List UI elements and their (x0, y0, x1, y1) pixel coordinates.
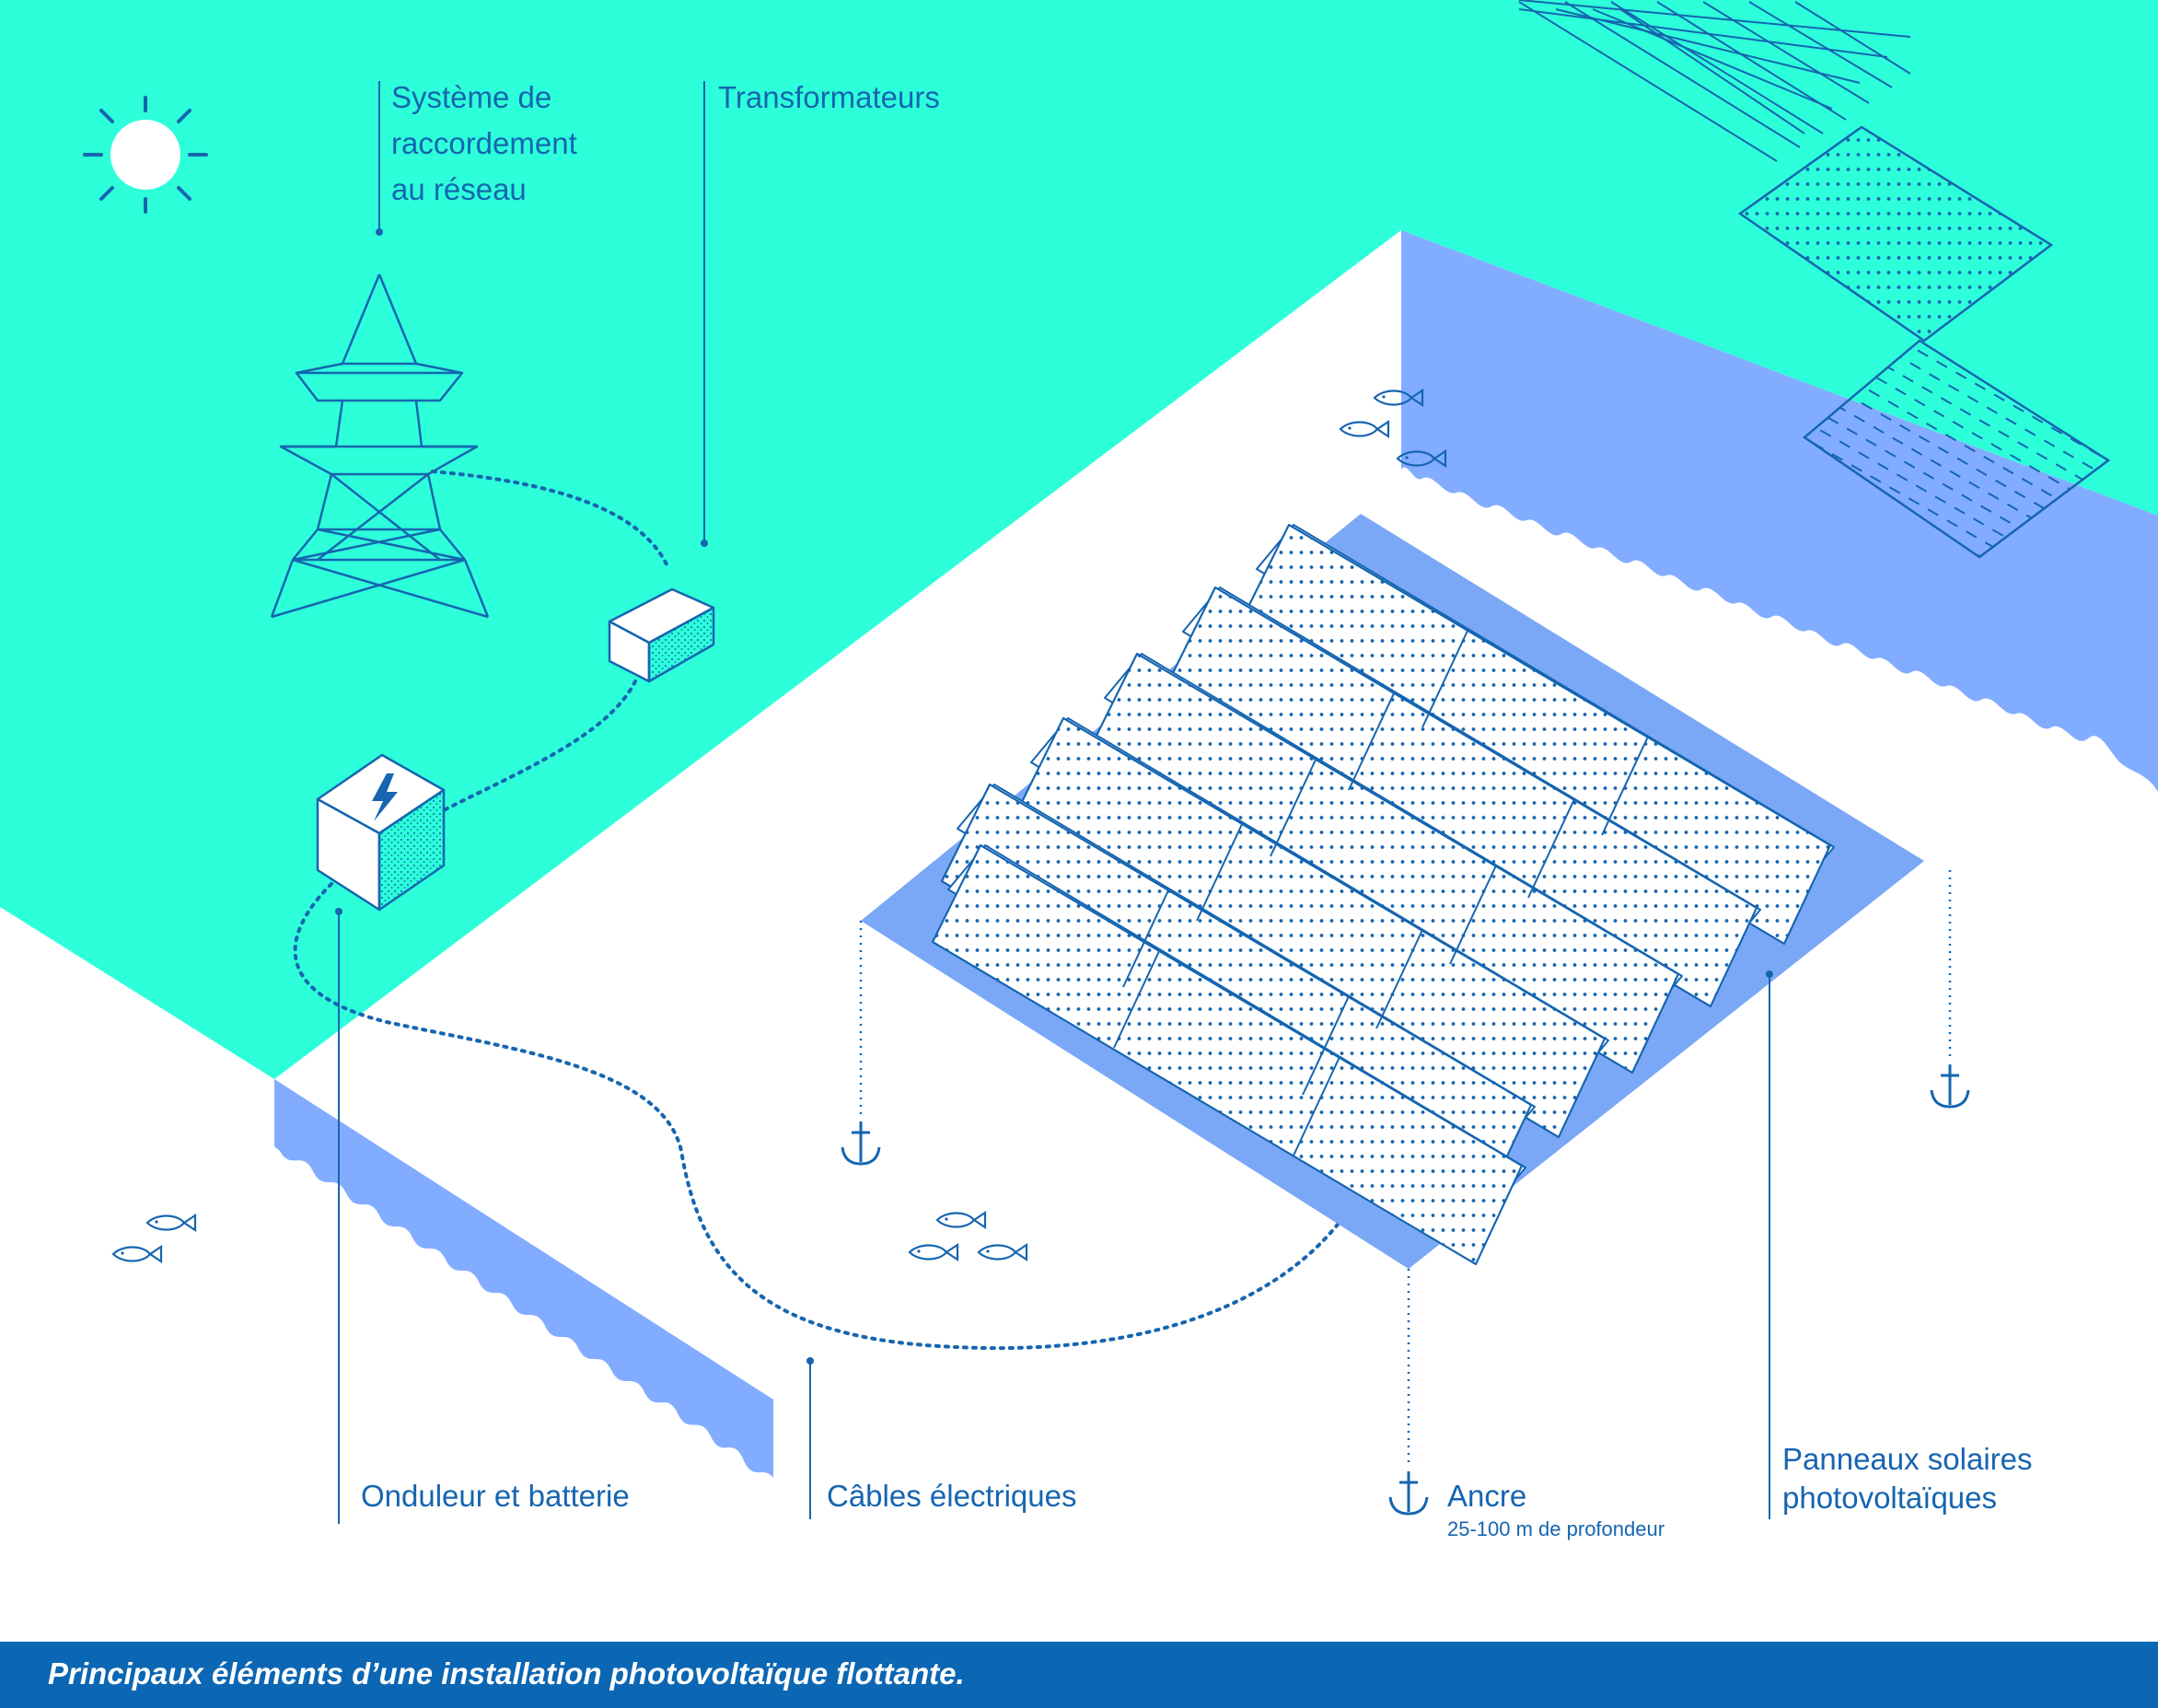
label-grid-connection-1: Système de (391, 80, 552, 114)
dashed-water-swatch (1802, 339, 2111, 559)
label-solar-panels-2: photovoltaïques (1782, 1481, 1998, 1515)
fish-icon (935, 1211, 987, 1229)
label-anchor: Ancre (1447, 1479, 1527, 1513)
fish-icon (145, 1214, 197, 1232)
caption-bar: Principaux éléments d’une installation p… (0, 1642, 2158, 1708)
caption: Principaux éléments d’une installation p… (48, 1656, 965, 1691)
panel-dividers (1113, 628, 1649, 1156)
pylon-icon (270, 273, 490, 619)
fish-icon (1339, 420, 1390, 438)
label-transformers: Transformateurs (718, 80, 940, 114)
label-anchor-depth: 25-100 m de profondeur (1447, 1517, 1665, 1540)
hatch-lines-diag (1518, 1, 1911, 162)
label-grid-connection-2: raccordement (391, 126, 577, 160)
anchor-icon (841, 1120, 881, 1166)
label-cables: Câbles électriques (827, 1479, 1077, 1513)
solar-panel-rows (932, 524, 1835, 1265)
transformer-icon (608, 587, 715, 683)
fish-icon (977, 1243, 1028, 1261)
anchor-icon (1388, 1470, 1429, 1516)
leader-dots (335, 228, 1773, 1365)
lightning-icon (372, 773, 398, 821)
label-grid-connection-3: au réseau (391, 172, 527, 206)
leader-lines (338, 81, 1770, 1524)
fish-icon (908, 1243, 959, 1261)
water-edge-left (274, 1079, 773, 1478)
land-area (0, 0, 2158, 1079)
water-edge-right (1401, 230, 2158, 792)
label-solar-panels-1: Panneaux solaires (1782, 1442, 2033, 1476)
label-inverter-battery: Onduleur et batterie (361, 1479, 630, 1513)
fish-icon (111, 1245, 163, 1263)
hatch-lines (1518, 0, 1911, 134)
dotted-panel-swatch (1737, 125, 2054, 343)
cable-dotted (293, 470, 1383, 1351)
sun-icon (83, 96, 208, 214)
mooring-lines (859, 870, 1952, 1464)
anchor-icon (1930, 1063, 1970, 1109)
